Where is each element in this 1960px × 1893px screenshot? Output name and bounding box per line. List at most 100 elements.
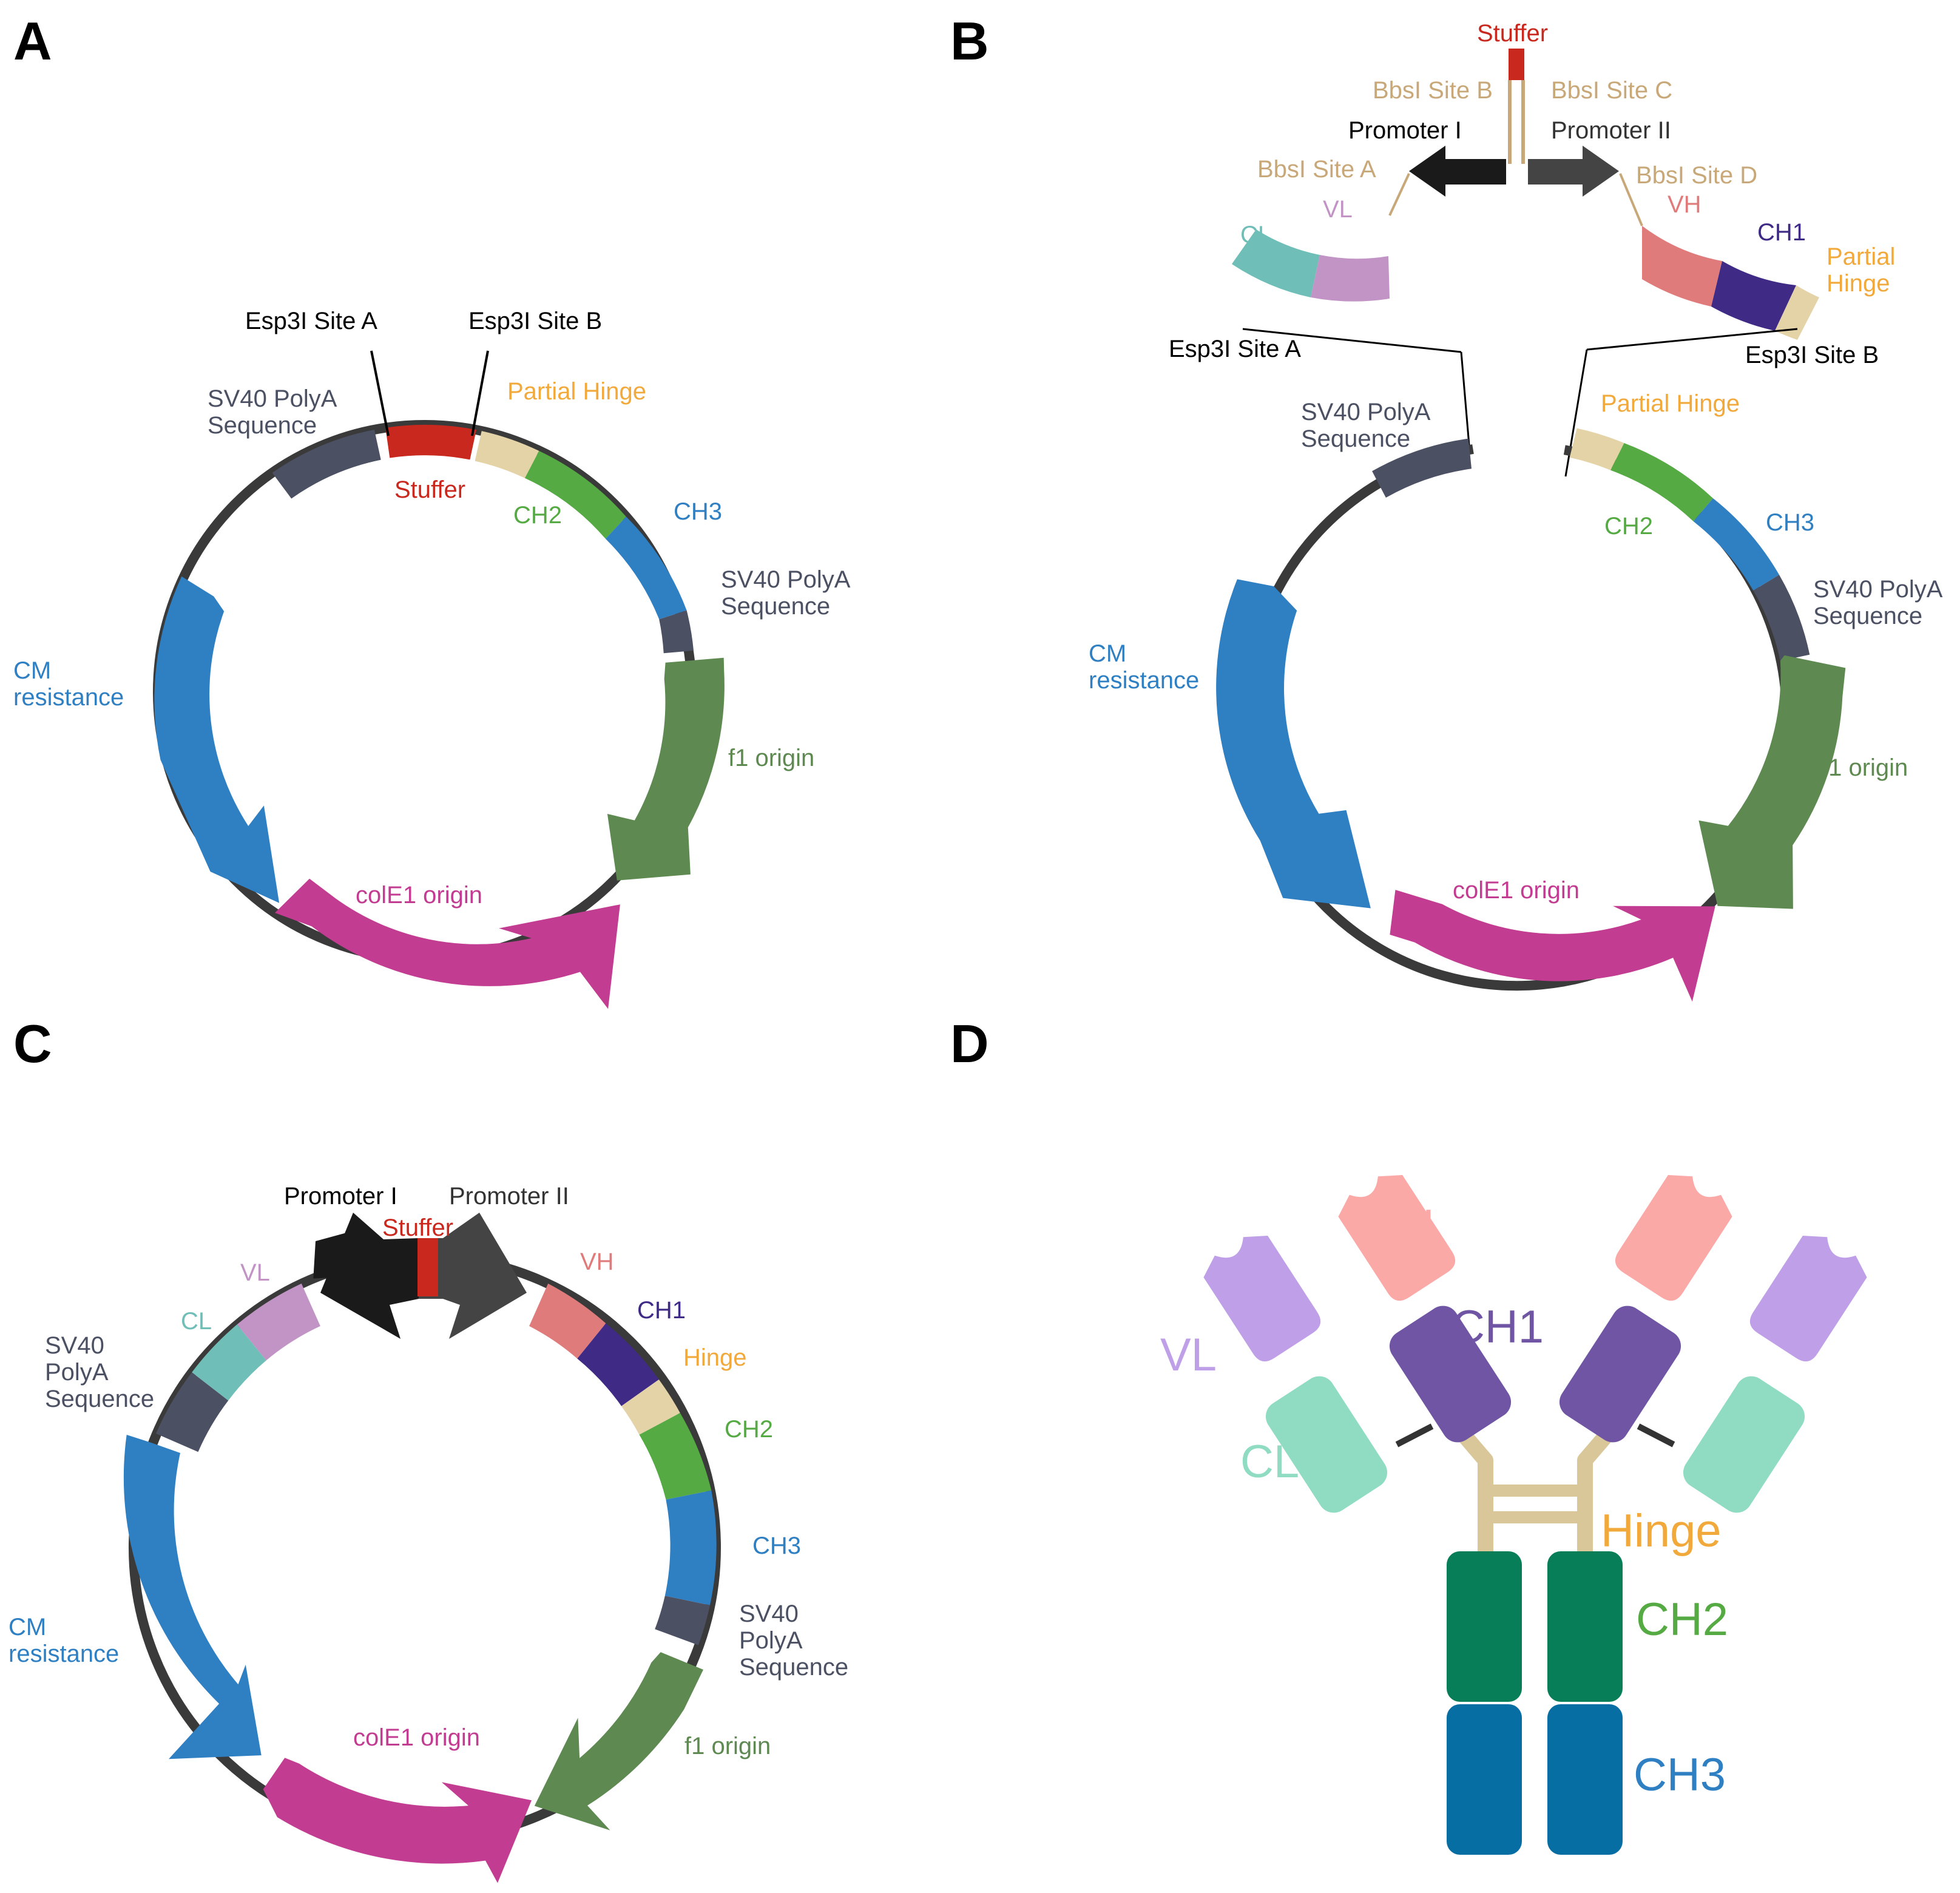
ch3-label: CH3 (752, 1532, 801, 1559)
ch2-label: CH2 (1636, 1594, 1728, 1645)
ch1-label: CH1 (1757, 219, 1806, 246)
esp3i-site-b-line (1586, 328, 1798, 351)
ch3-segment (1693, 498, 1779, 591)
vl-segment (1311, 255, 1390, 302)
vh-domain-left (1338, 1175, 1456, 1301)
ch2-domain-right (1547, 1551, 1623, 1702)
vl-label: VL (240, 1259, 270, 1286)
stuffer-segment (385, 424, 476, 460)
stuffer-block (1509, 49, 1524, 80)
f1-origin-label: f1 origin (1822, 754, 1908, 781)
stuffer-label: Stuffer (382, 1214, 453, 1241)
promoter-1-arrow (320, 1213, 419, 1339)
ch2-segment (639, 1413, 712, 1500)
light-chain-link-right (1637, 1423, 1675, 1448)
promoter-1-label: Promoter I (284, 1183, 397, 1210)
ch2-domain-left (1447, 1551, 1522, 1702)
ch3-label: CH3 (1634, 1749, 1726, 1801)
sv40-polya-segment-2 (1753, 575, 1810, 661)
panel-d: D (950, 1014, 1867, 1855)
vh-domain-right (1615, 1175, 1732, 1301)
panel-d-letter: D (950, 1014, 989, 1074)
esp3i-site-b-label: Esp3I Site B (468, 308, 602, 334)
vh-label: VH (1370, 1200, 1435, 1252)
vh-segment (1642, 226, 1722, 306)
antibody (1203, 1175, 1867, 1855)
stuffer-label: Stuffer (1477, 20, 1548, 47)
cl-segment (192, 1324, 266, 1401)
light-chain-link-left (1395, 1423, 1434, 1448)
sv40-polya-segment-2 (655, 1596, 710, 1645)
ch3-domain-left (1447, 1704, 1522, 1855)
esp3i-site-a-label: Esp3I Site A (245, 308, 377, 334)
promoter-1-label: Promoter I (1348, 117, 1462, 144)
bbsi-site-d-label: BbsI Site D (1636, 162, 1757, 189)
promoter-1-arrow (1409, 146, 1506, 197)
cl-label: CL (1240, 222, 1271, 248)
ch2-segment (1610, 443, 1713, 521)
plasmid-a (153, 350, 725, 1009)
esp3i-site-a-line-2 (1460, 351, 1471, 453)
sv40-polya-segment (1372, 438, 1472, 498)
ch1-domain-right (1559, 1305, 1681, 1443)
vh-segment (529, 1283, 606, 1359)
f1-origin-label: f1 origin (684, 1733, 771, 1759)
cole1-origin-label: colE1 origin (353, 1724, 480, 1751)
panel-b: B (950, 11, 1943, 1002)
vh-label: VH (580, 1248, 614, 1275)
vh-label: VH (1668, 191, 1701, 218)
f1-origin-arrow (607, 657, 725, 881)
hinge-segment (621, 1380, 680, 1435)
esp3i-site-b-label: Esp3I Site B (1745, 342, 1879, 368)
panel-b-letter: B (950, 11, 989, 71)
ch1-label: CH1 (637, 1297, 686, 1324)
esp3i-site-a-label: Esp3I Site A (1169, 336, 1301, 362)
ch1-segment (1711, 261, 1796, 331)
cl-domain-right (1683, 1376, 1805, 1513)
promoter-2-arrow (1528, 146, 1619, 197)
ch3-label: CH3 (1766, 509, 1814, 536)
ch3-domain-right (1547, 1704, 1623, 1855)
partial-hinge-segment (475, 431, 539, 478)
partial-hinge-label: Partial Hinge (1601, 390, 1740, 417)
cl-domain-left (1265, 1376, 1388, 1513)
ch1-domain-left (1389, 1305, 1512, 1443)
ch2-segment (524, 450, 626, 539)
cm-resistance-arrow (123, 1435, 262, 1759)
bbsi-site-b-label: BbsI Site B (1373, 77, 1493, 104)
ch2-label: CH2 (725, 1416, 773, 1443)
bbsi-site-a-label: BbsI Site A (1257, 156, 1376, 183)
stuffer-label: Stuffer (394, 476, 465, 503)
promoter-2-label: Promoter II (449, 1183, 569, 1210)
ch3-label: CH3 (674, 498, 722, 525)
vl-label: VL (1323, 196, 1353, 223)
hinge-label: Hinge (683, 1344, 747, 1371)
cole1-origin-arrow (1390, 890, 1715, 1002)
panel-c-letter: C (13, 1014, 52, 1074)
cole1-origin-label: colE1 origin (1453, 877, 1580, 904)
ch1-segment (577, 1323, 659, 1406)
partial-hinge-insert-segment (1775, 285, 1819, 340)
insert-b (1232, 49, 1819, 477)
cl-segment (1232, 229, 1320, 297)
plasmid-c (123, 1213, 721, 1883)
esp3i-site-a-leader (370, 350, 390, 436)
ch2-label: CH2 (513, 502, 562, 529)
ch2-label: CH2 (1604, 513, 1653, 540)
cole1-origin-arrow (275, 878, 620, 1009)
ch1-label: CH1 (1451, 1301, 1544, 1353)
hinge-left (1450, 1421, 1493, 1560)
cl-label: CL (1240, 1436, 1299, 1488)
esp3i-site-a-line (1242, 328, 1462, 353)
panel-c: C Promoter I Promoter II Stuffer VL CL V… (8, 1014, 848, 1883)
f1-origin-label: f1 origin (728, 745, 814, 771)
